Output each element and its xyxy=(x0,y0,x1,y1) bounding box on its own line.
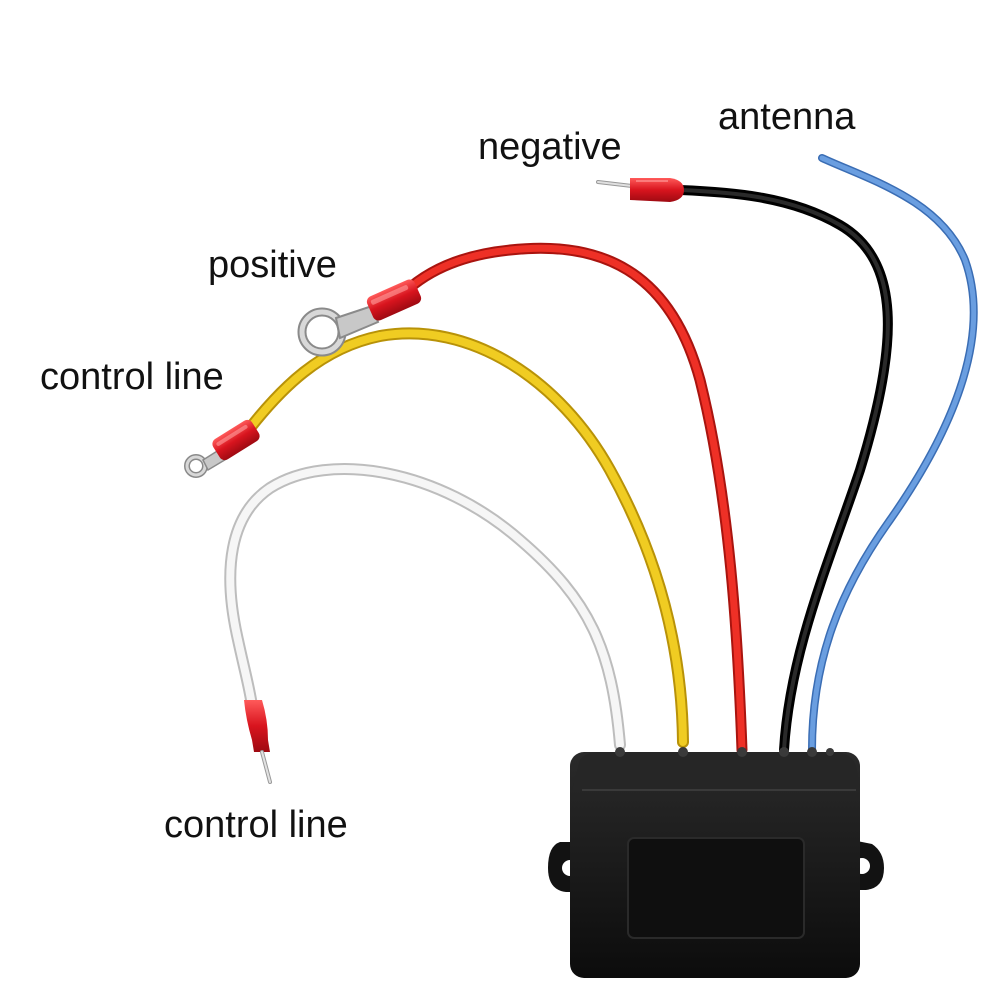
white-wire xyxy=(224,463,626,751)
negative-label: negative xyxy=(478,126,622,168)
positive-label: positive xyxy=(208,244,337,286)
receiver-box xyxy=(548,747,884,978)
antenna-label: antenna xyxy=(718,96,856,138)
control-line-ring-terminal xyxy=(184,419,260,478)
control-line-pin-terminal xyxy=(244,700,272,784)
black-wire xyxy=(675,185,893,755)
control-line-lower-label: control line xyxy=(164,804,348,846)
negative-pin-terminal xyxy=(596,178,684,202)
red-wire xyxy=(399,242,748,756)
control-line-upper-label: control line xyxy=(40,356,224,398)
blue-wire xyxy=(808,154,978,754)
yellow-wire xyxy=(244,327,689,748)
positive-ring-terminal xyxy=(297,279,422,357)
